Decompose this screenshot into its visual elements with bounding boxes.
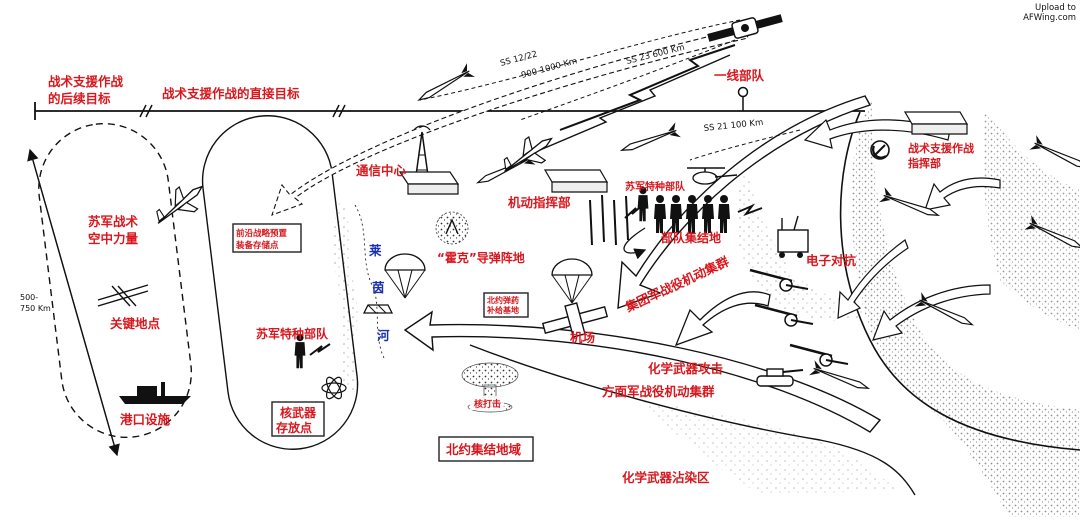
terrain-dotted-right <box>851 100 1080 517</box>
label-nuke-strike: 核打击 <box>474 398 501 410</box>
front-line-marker <box>737 86 749 111</box>
arrow-to-lower-right <box>872 284 991 341</box>
artillery-icon <box>754 303 814 327</box>
label-nato-supply-2: 补给基地 <box>486 305 519 315</box>
parachute-icon <box>384 253 426 299</box>
label-forward-depot-2: 装备存储点 <box>235 240 279 251</box>
label-hawk-site: “霍克”导弹阵地 <box>437 250 525 265</box>
command-post-icon <box>903 111 969 135</box>
nuke-strike-box <box>470 396 504 410</box>
label-front-omg: 方面军战役机动集群 <box>602 384 715 399</box>
label-soviet-air-2: 空中力量 <box>88 231 139 246</box>
hammer-sickle-icon <box>870 140 890 160</box>
label-key-point: 关键地点 <box>110 316 161 331</box>
label-follow-on-1: 战术支援作战 <box>48 74 124 89</box>
parachute-icon <box>551 258 593 304</box>
ew-bolt-icon <box>737 203 763 217</box>
label-river-1: 莱 <box>369 243 382 258</box>
jet-fighter-icon <box>148 175 212 235</box>
label-mobile-hq: 机动指挥部 <box>508 195 571 210</box>
label-river-2: 茵 <box>372 280 385 295</box>
label-soviet-sf-mid: 苏军特种部队 <box>256 326 329 341</box>
label-nuke-storage-1: 核武器 <box>280 405 317 420</box>
soldier-icon <box>718 195 730 233</box>
label-forward-depot-1: 前沿战略预置 <box>236 228 288 239</box>
label-ew: 电子对抗 <box>806 253 857 268</box>
label-tac-hq-2: 指挥部 <box>908 156 941 170</box>
satellite-icon <box>707 14 783 42</box>
forward-depot-box <box>232 223 302 253</box>
ew-bolt-icon <box>624 203 645 219</box>
ew-bolt-icon <box>309 343 331 356</box>
missile-icon <box>618 121 682 159</box>
missile-icon <box>414 62 476 108</box>
watermark-line-2: AFWing.com <box>1023 13 1076 23</box>
label-tac-hq-1: 战术支援作战 <box>908 141 974 155</box>
signal-jagged <box>539 54 731 151</box>
arrow-army-omg <box>617 95 872 310</box>
soldier-icon <box>654 195 666 233</box>
front-line-curve <box>839 111 1080 451</box>
depth-arrow-back <box>27 148 118 456</box>
label-nato-supply-1: 北约弹药 <box>487 295 519 305</box>
radar-icon <box>777 215 809 258</box>
trajectory-ss12 <box>419 19 741 101</box>
command-post-icon <box>543 169 609 193</box>
terrain-dotted-lower <box>640 400 900 495</box>
arrow-chem-attack <box>674 291 771 347</box>
label-comms-center: 通信中心 <box>356 163 407 178</box>
watermark-line-1: Upload to <box>1035 3 1076 13</box>
battle-area-boundary <box>469 344 916 496</box>
tank-icon <box>756 368 804 387</box>
nuke-storage-box <box>271 401 325 437</box>
airfield-icon <box>541 302 609 338</box>
trajectory-ss23 <box>519 39 736 121</box>
arrow-ew <box>837 239 909 319</box>
label-direct-target: 战术支援作战的直接目标 <box>162 86 300 101</box>
assembly-curve-arrow <box>623 227 647 260</box>
terrain-dotted-front <box>735 170 880 321</box>
label-river-3: 河 <box>377 328 390 343</box>
label-assembly-area: 部队集结地 <box>661 230 721 245</box>
label-soviet-sf-top: 苏军特种部队 <box>625 180 686 193</box>
depth-range-line-1: 500- <box>20 293 38 302</box>
depth-range-line-2: 750 Km <box>20 304 51 313</box>
artillery-icon <box>789 343 849 367</box>
label-follow-on-2: 的后续目标 <box>48 91 111 106</box>
depth-line-break-2 <box>332 104 346 118</box>
label-nato-assembly: 北约集结地域 <box>446 442 522 457</box>
explosion-icon <box>435 211 469 245</box>
nato-supply-box <box>483 292 529 318</box>
artillery-icon <box>749 268 809 292</box>
arrow-satellite-to-direct <box>271 27 749 216</box>
label-nuke-storage-2: 存放点 <box>275 420 312 435</box>
ship-icon <box>119 382 191 404</box>
key-point-icon <box>97 284 149 307</box>
command-post-icon <box>398 171 460 195</box>
helicopter-icon <box>687 167 738 185</box>
label-chem-zone: 化学武器沾染区 <box>622 470 710 485</box>
direct-target-zone-capsule <box>201 115 359 450</box>
bridge-icon <box>362 304 394 314</box>
follow-on-zone-capsule <box>38 122 193 439</box>
satellite-signal <box>559 44 736 131</box>
obstacle-stakes <box>589 194 629 246</box>
label-airfield: 机场 <box>570 330 595 345</box>
nato-assembly-box <box>438 436 534 462</box>
river-rhine <box>354 204 386 361</box>
range-ss21: SS 21 100 Km <box>703 118 764 134</box>
terrain-dotted-far-right <box>983 110 1080 330</box>
label-soviet-air-1: 苏军战术 <box>88 214 139 229</box>
label-chem-attack: 化学武器攻击 <box>648 361 723 376</box>
atom-icon <box>321 376 347 400</box>
depth-line-break-1 <box>139 104 153 118</box>
label-front-line: 一线部队 <box>714 68 765 83</box>
label-port: 港口设施 <box>120 412 171 427</box>
range-ss12: SS 12/22 <box>499 49 538 68</box>
